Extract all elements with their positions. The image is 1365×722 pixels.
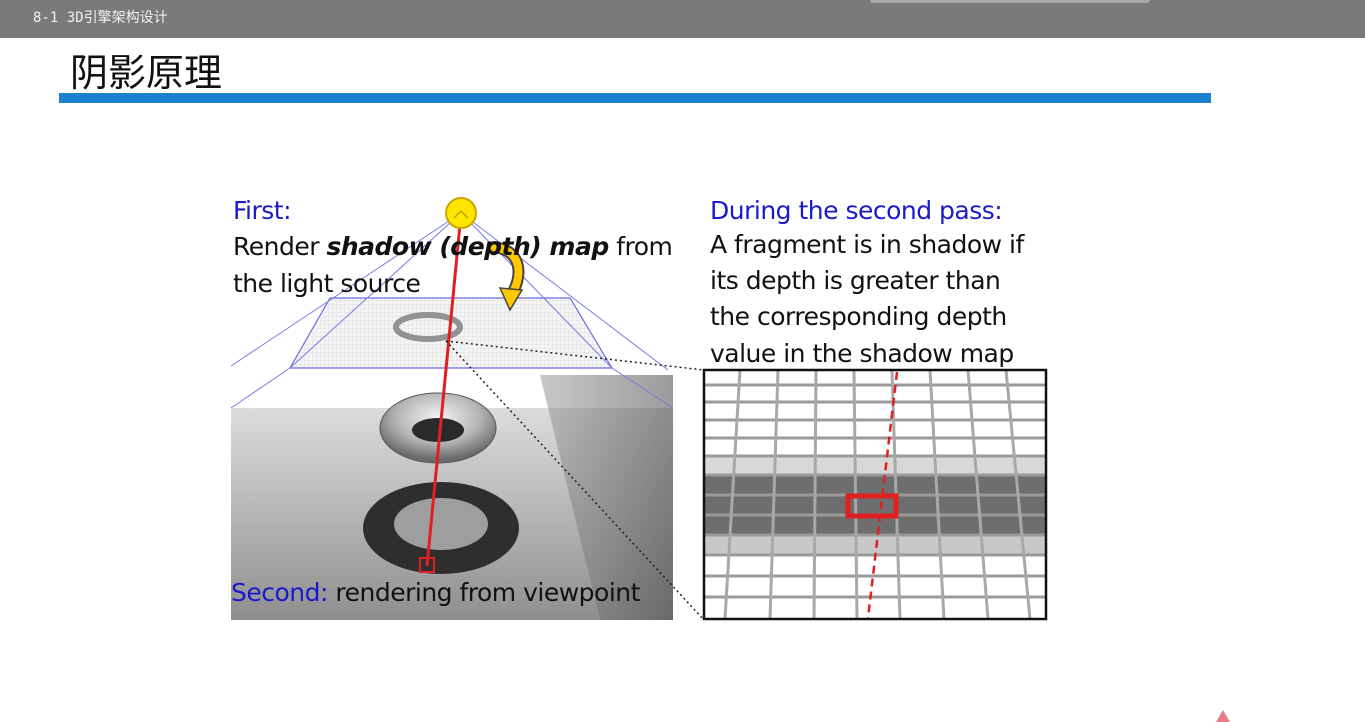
light-ray: [425, 213, 463, 567]
ground-scene: [231, 375, 673, 620]
second-caption: Second: rendering from viewpoint: [231, 578, 640, 607]
light-source-icon: [445, 197, 477, 229]
first-label: First:: [233, 196, 292, 225]
player-controls-handle[interactable]: [870, 0, 1150, 3]
cursor-icon: [1216, 710, 1230, 722]
first-line1-pre: Render: [233, 232, 327, 261]
second-description: rendering from viewpoint: [327, 578, 640, 607]
first-line1-post: from: [608, 232, 673, 261]
second-pass-line3: the corresponding depth: [710, 302, 1007, 331]
second-pass-line2: its depth is greater than: [710, 266, 1001, 295]
rotate-arrow-icon: [488, 241, 525, 312]
second-pass-heading: During the second pass:: [710, 196, 1003, 225]
zoomed-depth-inset: [702, 368, 1048, 621]
first-description-line2: the light source: [233, 269, 421, 298]
first-description-line1: Render shadow (depth) map from: [233, 232, 673, 261]
first-line1-emphasis: shadow (depth) map: [326, 232, 609, 261]
sample-fragment-marker: [419, 557, 435, 573]
slide-title: 阴影原理: [70, 51, 223, 95]
second-label: Second:: [231, 578, 328, 607]
second-pass-line4: value in the shadow map: [710, 339, 1014, 368]
title-underline: [59, 93, 1211, 103]
window-title: 8-1 3D引擎架构设计: [33, 10, 168, 26]
second-pass-line1: A fragment is in shadow if: [710, 230, 1024, 259]
title-bar: 8-1 3D引擎架构设计: [0, 0, 1365, 38]
